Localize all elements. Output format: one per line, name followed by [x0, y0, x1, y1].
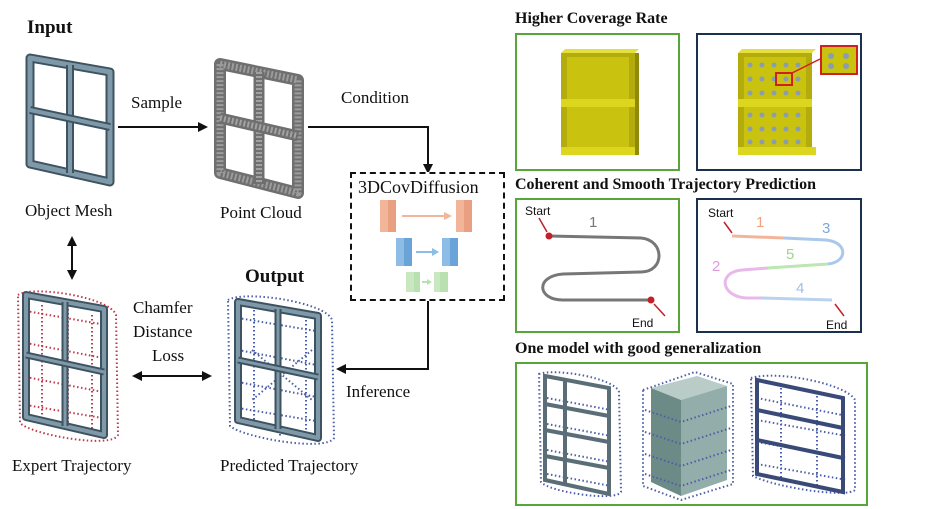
predicted-trajectory-image: [226, 295, 336, 445]
smooth-trajectory-curve: [538, 217, 666, 317]
inference-label: Inference: [346, 382, 411, 401]
start-label-segmented: Start: [708, 206, 734, 220]
generalization-object-3: [749, 374, 856, 495]
smooth-trajectory-panel: Start End 1: [515, 198, 680, 333]
model-name: 3DCovDiffusion: [358, 177, 479, 197]
object-mesh-label: Object Mesh: [25, 201, 113, 220]
generalization-panel: [515, 362, 868, 506]
chamfer-line-3: Loss: [152, 346, 185, 365]
zoom-inset: [820, 45, 858, 75]
segment-number-1: 1: [756, 214, 765, 231]
expert-trajectory-label: Expert Trajectory: [12, 456, 132, 475]
start-label: Start: [525, 204, 551, 218]
segmented-trajectory-curve: [723, 221, 845, 317]
generalization-title: One model with good generalization: [515, 340, 762, 357]
condition-arrow: [308, 126, 433, 174]
coherent-title: Coherent and Smooth Trajectory Predictio…: [515, 176, 817, 193]
coverage-title: Higher Coverage Rate: [515, 10, 668, 27]
output-title: Output: [245, 266, 305, 287]
model-box: 3DCovDiffusion: [350, 172, 505, 301]
point-cloud-image: [214, 58, 304, 199]
segmented-trajectory-panel: Start End 1 2 3 4 5: [696, 198, 862, 333]
unet-icon: [380, 200, 472, 292]
sample-label: Sample: [131, 93, 182, 112]
segment-number-3: 3: [822, 220, 831, 237]
coverage-shelf-with-points-panel: [696, 33, 862, 171]
input-title: Input: [27, 17, 73, 38]
segment-number: 1: [589, 214, 598, 231]
sample-arrow: [118, 122, 208, 132]
generalization-object-2: [642, 370, 734, 502]
condition-label: Condition: [341, 88, 410, 107]
zoom-connector: [791, 58, 821, 74]
object-mesh-image: [25, 53, 115, 187]
chamfer-line-1: Chamfer: [133, 298, 193, 317]
segment-number-2: 2: [712, 258, 721, 275]
shelf-image: [561, 49, 639, 155]
coverage-shelf-panel: [515, 33, 680, 171]
chamfer-line-2: Distance: [133, 322, 193, 341]
segment-number-5: 5: [786, 246, 795, 263]
expert-trajectory-image: [16, 290, 120, 442]
predicted-trajectory-label: Predicted Trajectory: [220, 456, 359, 475]
segment-number-4: 4: [796, 280, 805, 297]
end-label-segmented: End: [826, 318, 848, 332]
inference-arrow: [336, 301, 429, 374]
chamfer-double-arrow: [132, 371, 212, 381]
point-cloud-label: Point Cloud: [220, 203, 302, 222]
end-label: End: [632, 316, 654, 330]
mesh-expert-double-arrow: [67, 236, 77, 280]
generalization-object-1: [537, 371, 623, 498]
